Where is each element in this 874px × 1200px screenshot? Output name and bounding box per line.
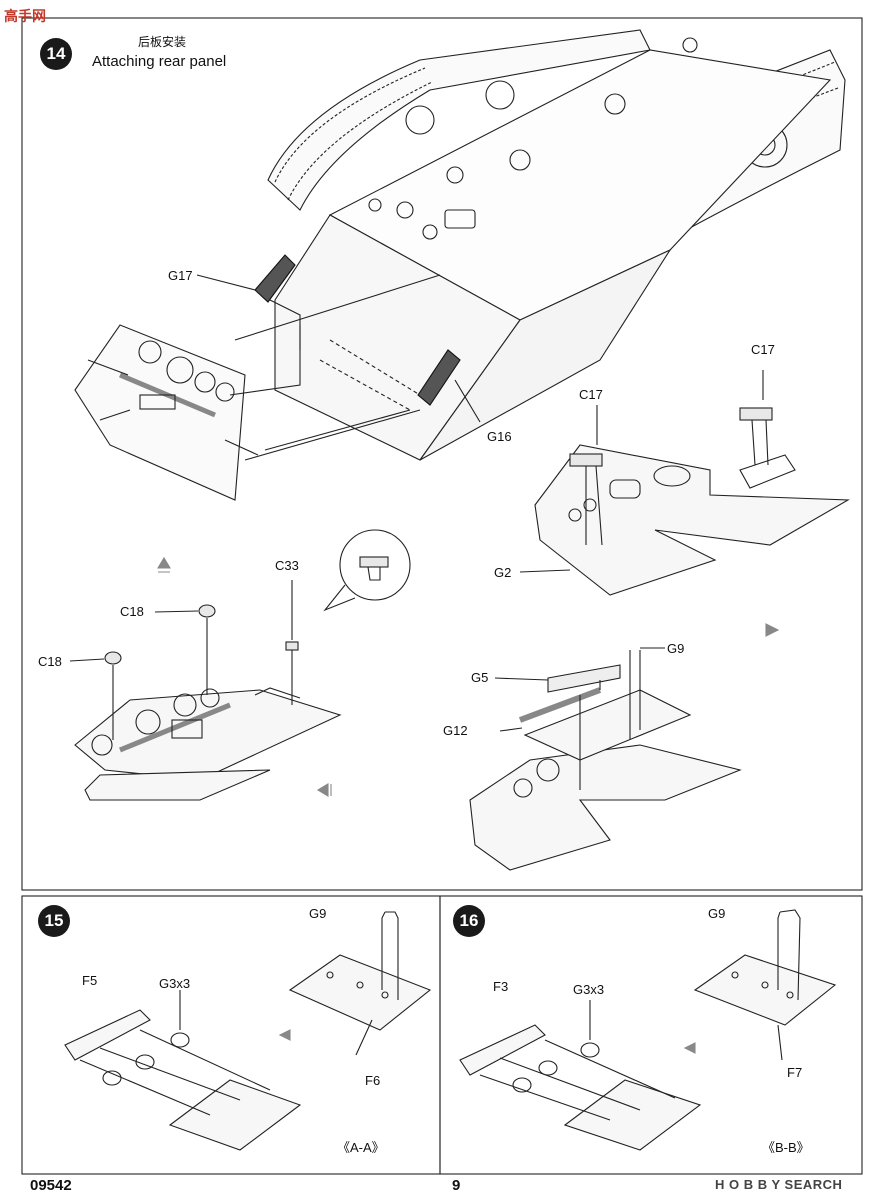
label-s15-f5: F5	[82, 973, 98, 988]
step-14-frame	[21, 17, 863, 891]
step-16-badge: 16	[453, 905, 485, 937]
step-15-drawing	[64, 911, 432, 1151]
label-s16-f3: F3	[493, 979, 509, 994]
leader-g16	[454, 379, 481, 423]
label-s16-g9: G9	[708, 906, 726, 921]
c17-part-a	[569, 453, 603, 467]
g16-bracket	[417, 349, 461, 406]
label-g9: G9	[667, 641, 685, 656]
rear-panel	[74, 324, 259, 501]
c33-part	[285, 641, 299, 651]
view-arrow-left	[316, 783, 332, 797]
label-s16-g3x3: G3x3	[573, 982, 605, 997]
access-hatches	[368, 37, 698, 240]
upper-track	[267, 29, 651, 211]
step-16-frame	[439, 895, 863, 1175]
g17-bracket	[254, 254, 296, 303]
leaders-c18	[69, 610, 199, 662]
label-c18-upper: C18	[120, 604, 144, 619]
leader-g17	[196, 274, 256, 291]
c18-part-lower	[104, 651, 122, 665]
step-14-title-cn: 后板安装	[138, 35, 187, 49]
label-g2: G2	[494, 565, 512, 580]
detail-bubble	[323, 529, 411, 612]
right-arrows	[579, 650, 641, 790]
section-a-a: 《A-A》	[337, 1140, 385, 1155]
right-subassembly	[469, 664, 742, 871]
c17-part-b	[739, 407, 773, 421]
label-s15-g9: G9	[309, 906, 327, 921]
label-s15-g3x3: G3x3	[159, 976, 191, 991]
label-c17-a: C17	[579, 387, 603, 402]
label-s15-f6: F6	[365, 1073, 381, 1088]
step-15-badge: 15	[38, 905, 70, 937]
step-16-drawing	[459, 909, 837, 1151]
product-code: 09542	[30, 1177, 72, 1194]
c17-arrows	[585, 370, 769, 546]
label-g5: G5	[471, 670, 489, 685]
label-s16-f7: F7	[787, 1065, 803, 1080]
label-c18-lower: C18	[38, 654, 62, 669]
assembly-arrows-14	[99, 274, 441, 461]
page-number: 9	[452, 1177, 461, 1194]
watermark-logo: 高手网	[4, 9, 46, 25]
step-14-badge: 14	[40, 38, 72, 70]
left-subassembly	[74, 687, 342, 801]
c18-part-upper	[198, 604, 216, 618]
leader-g2	[519, 569, 571, 573]
step-14-title-en: Attaching rear panel	[92, 53, 227, 70]
section-b-b: 《B-B》	[762, 1140, 810, 1155]
label-g17: G17	[168, 268, 193, 283]
view-arrow-right	[765, 623, 780, 637]
label-c17-b: C17	[751, 342, 775, 357]
hull-assembly	[267, 29, 846, 461]
label-c33: C33	[275, 558, 299, 573]
left-arrows	[112, 580, 293, 740]
view-arrow-up	[157, 556, 171, 573]
label-g12: G12	[443, 723, 468, 738]
label-g16: G16	[487, 429, 512, 444]
leaders-g5-g12-g9	[494, 647, 665, 732]
brand-watermark: H O B B Y SEARCH	[715, 1177, 843, 1192]
g2-plate	[534, 444, 850, 596]
